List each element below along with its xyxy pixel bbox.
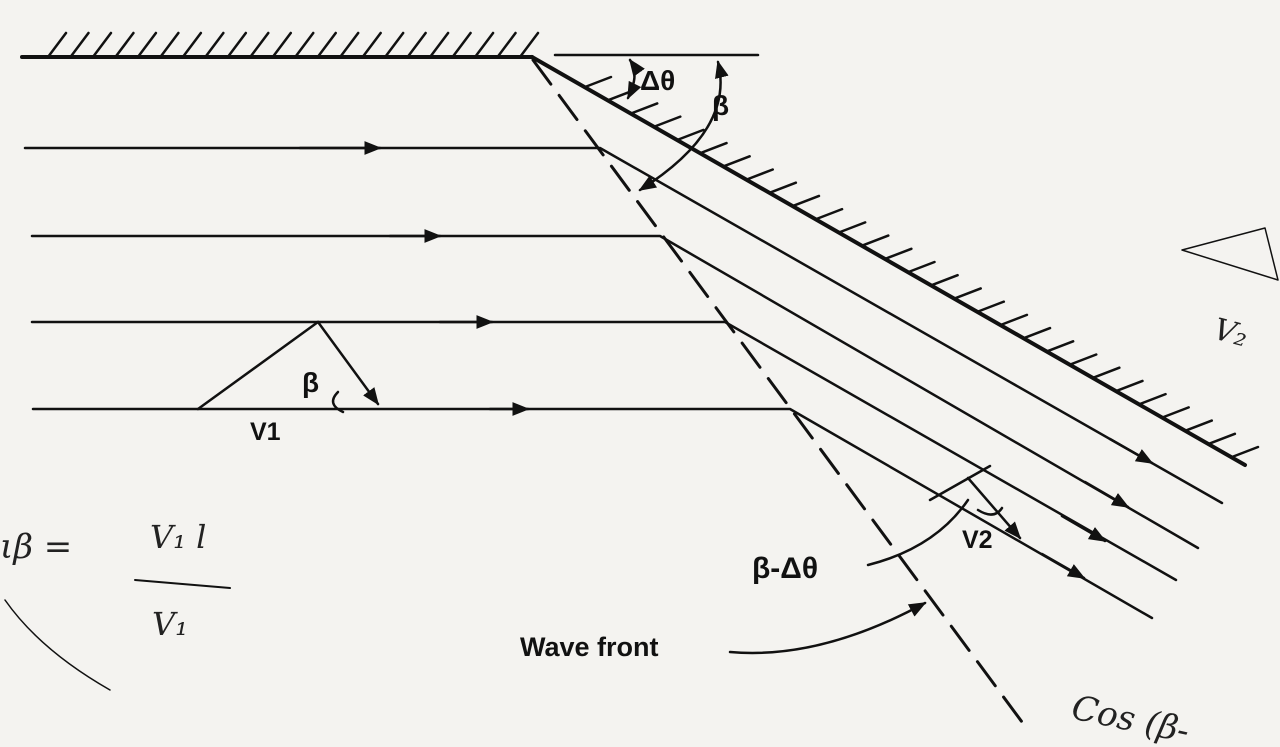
hatch-mark — [1230, 445, 1260, 459]
ray-3 — [30, 315, 1178, 582]
label-wave-front: Wave front — [520, 632, 659, 662]
handwritten-cos-note: Cos (β- — [1068, 688, 1193, 747]
upper-boundary-hatching — [46, 31, 540, 59]
handwritten-stroke — [4, 599, 111, 691]
hatch-mark — [976, 300, 1006, 313]
beta-minus-delta-leader — [866, 498, 970, 567]
handwritten-equation-lhs: ιβ = — [0, 527, 72, 567]
v1-triangle — [196, 320, 380, 414]
ray-2 — [30, 229, 1200, 550]
beta-incident-angle-arc — [331, 390, 345, 414]
hatch-mark — [473, 31, 495, 59]
hatch-mark — [91, 31, 113, 59]
hatch-mark — [293, 31, 315, 59]
hatch-mark — [930, 273, 959, 287]
v2-triangle — [928, 464, 1022, 540]
hatch-mark — [181, 31, 203, 59]
hatch-mark — [861, 234, 890, 247]
hatch-mark — [907, 260, 936, 274]
hatch-mark — [204, 31, 225, 59]
sloped-boundary — [530, 55, 1247, 467]
hatch-mark — [1069, 353, 1098, 366]
hatch-mark — [1115, 379, 1144, 393]
hatch-mark — [884, 247, 913, 261]
hatch-mark — [249, 31, 270, 59]
beta-top-arc — [638, 60, 729, 192]
hatch-mark — [1092, 366, 1121, 379]
hatch-mark — [768, 181, 798, 194]
hatch-mark — [837, 221, 867, 234]
handwritten-fraction-bar — [134, 579, 231, 589]
label-delta-theta: Δθ — [640, 65, 675, 96]
hatch-mark — [361, 31, 382, 59]
hatch-mark — [383, 31, 405, 59]
sloped-boundary-hatching — [583, 75, 1260, 459]
ray-2-arrow — [1083, 480, 1130, 509]
hatch-mark — [745, 168, 774, 181]
hatch-mark — [271, 31, 293, 59]
hatch-mark — [114, 31, 135, 59]
hatch-mark — [226, 31, 248, 59]
hatch-mark — [953, 287, 982, 300]
ray-1-arrow — [1108, 437, 1154, 465]
hatch-mark — [159, 31, 180, 59]
hatch-mark — [1045, 340, 1075, 353]
hatch-mark — [629, 102, 659, 115]
hatch-mark — [722, 155, 751, 168]
hatch-mark — [406, 31, 427, 59]
ray-1 — [23, 141, 1224, 505]
hatch-mark — [1022, 326, 1052, 340]
v2-angle-arc — [976, 506, 1004, 516]
handwritten-equation-numerator: V₁ l — [150, 518, 206, 556]
handwritten-equation-denominator: V₁ — [152, 605, 188, 643]
hatch-mark — [814, 207, 844, 221]
label-beta-minus-delta-theta: β-Δθ — [752, 552, 818, 585]
hatch-mark — [1161, 406, 1190, 419]
hatch-mark — [518, 31, 540, 59]
hatch-mark — [316, 31, 337, 59]
handwritten-side-sketch — [1181, 227, 1279, 281]
hatch-mark — [338, 31, 360, 59]
ray-4 — [31, 402, 1154, 620]
label-beta-top: β — [712, 90, 729, 121]
ray-3-arrow — [1060, 514, 1107, 543]
hatch-mark — [1138, 392, 1167, 406]
hatch-mark — [136, 31, 158, 59]
label-v1: V1 — [250, 418, 281, 446]
hatch-mark — [999, 313, 1029, 327]
wave-front-leader — [728, 601, 927, 655]
label-beta-incident: β — [302, 367, 319, 398]
hatch-mark — [583, 75, 613, 89]
hatch-mark — [699, 141, 728, 155]
hatch-mark — [451, 31, 472, 59]
ray-4-arrow — [1040, 552, 1086, 580]
handwritten-side-v: V₂ — [1210, 312, 1252, 355]
hatch-mark — [46, 31, 68, 59]
wave-front-line — [531, 58, 1024, 724]
hatch-mark — [1184, 419, 1214, 432]
hatch-mark — [791, 194, 821, 208]
hatch-mark — [69, 31, 90, 59]
hatch-mark — [653, 115, 682, 128]
delta-theta-arc — [626, 58, 645, 100]
hatch-mark — [428, 31, 450, 59]
hatch-mark — [1207, 432, 1237, 446]
label-v2: V2 — [962, 526, 993, 554]
hatch-mark — [496, 31, 517, 59]
